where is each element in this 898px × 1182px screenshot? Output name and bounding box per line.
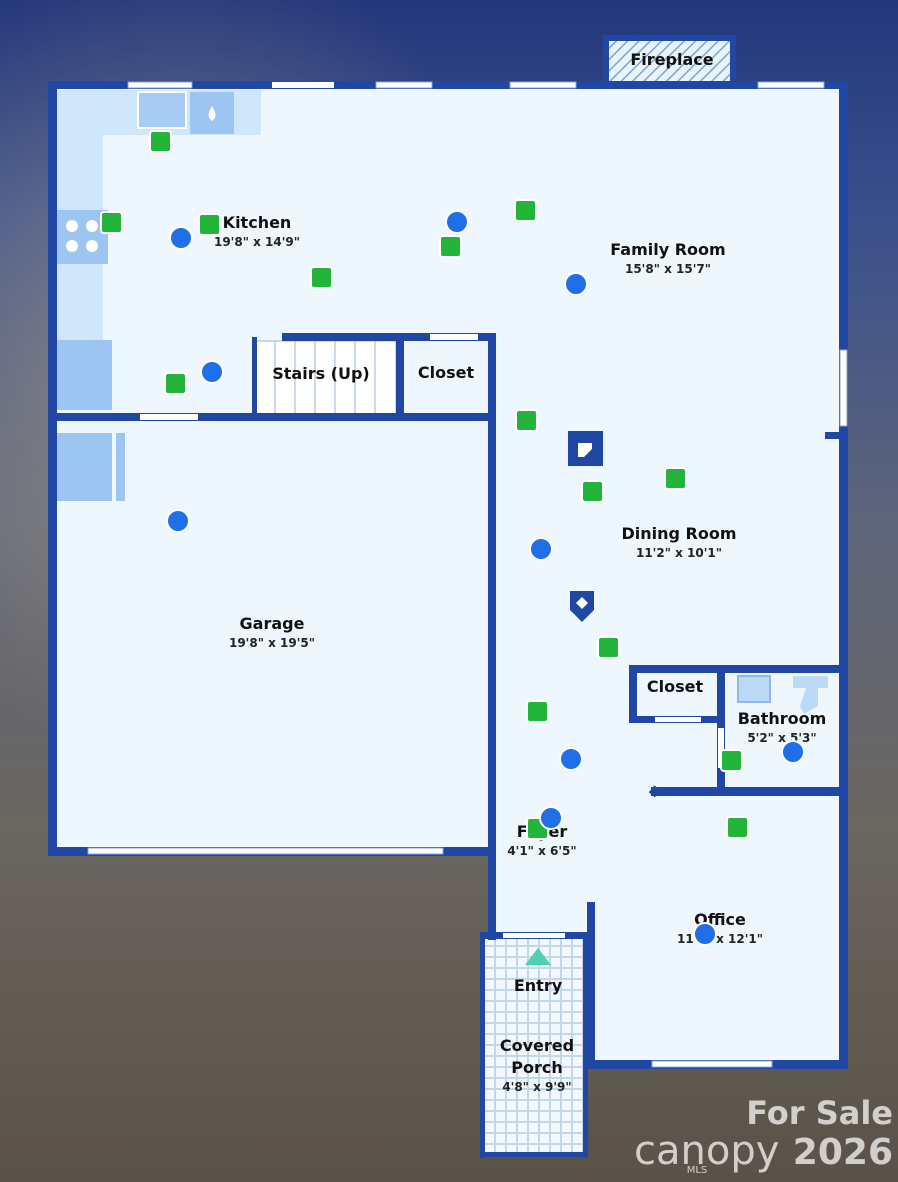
family-room-label: Family Room: [610, 240, 725, 259]
garage-label: Garage: [240, 614, 305, 633]
kitchen-dims: 19'8" x 14'9": [214, 235, 300, 249]
photo-marker[interactable]: [664, 467, 687, 490]
photo-marker[interactable]: [310, 266, 333, 289]
photo-marker[interactable]: [726, 816, 749, 839]
family-room-dims: 15'8" x 15'7": [625, 262, 711, 276]
panorama-marker[interactable]: [169, 226, 193, 250]
panorama-marker[interactable]: [781, 740, 805, 764]
porch-floor: [481, 934, 587, 1156]
watermark-year: 2026: [793, 1132, 893, 1173]
bathroom-dims: 5'2" x 5'3": [747, 731, 816, 745]
toilet-icon: [793, 676, 828, 714]
panorama-marker[interactable]: [693, 922, 717, 946]
dining-room-dims: 11'2" x 10'1": [636, 546, 722, 560]
kitchen-fixtures: [56, 90, 261, 501]
watermark-brand: canopy: [634, 1128, 779, 1174]
office-dims: 11'8" x 12'1": [677, 932, 763, 946]
closet-lower-label: Closet: [647, 677, 704, 696]
water-drop-icon: [208, 106, 216, 121]
photo-marker[interactable]: [149, 130, 172, 153]
photo-marker[interactable]: [439, 235, 462, 258]
stove-icon: [56, 210, 108, 264]
photo-marker[interactable]: [597, 636, 620, 659]
bathroom-label: Bathroom: [738, 709, 827, 728]
photo-marker[interactable]: [526, 700, 549, 723]
photo-marker[interactable]: [581, 480, 604, 503]
entry-arrow-icon: [525, 948, 551, 965]
panorama-marker[interactable]: [559, 747, 583, 771]
covered-porch-label-2: Porch: [511, 1058, 562, 1077]
sink-icon: [137, 91, 187, 129]
bathroom-fixtures: [737, 675, 828, 714]
fireplace-hearth: [607, 38, 734, 84]
watermark-sub: MLS: [687, 1165, 708, 1176]
photo-markers[interactable]: [100, 130, 749, 840]
floor-areas: [52, 38, 843, 1156]
bath-sink-icon: [737, 675, 771, 703]
photo-marker[interactable]: [515, 409, 538, 432]
photo-marker[interactable]: [198, 213, 221, 236]
closet-upper-label: Closet: [418, 363, 475, 382]
stairs-label: Stairs (Up): [272, 364, 370, 383]
refrigerator-icon: [56, 340, 112, 410]
panorama-marker[interactable]: [539, 806, 563, 830]
windows: [87, 81, 848, 1068]
room-labels: Fireplace Kitchen 19'8" x 14'9" Family R…: [214, 50, 826, 1094]
foyer-dims: 4'1" x 6'5": [507, 844, 576, 858]
panorama-marker[interactable]: [445, 210, 469, 234]
structure-icons: [568, 431, 603, 622]
panorama-markers[interactable]: [166, 210, 805, 946]
dining-room-label: Dining Room: [621, 524, 736, 543]
garage-dims: 19'8" x 19'5": [229, 636, 315, 650]
photo-marker[interactable]: [100, 211, 123, 234]
watermark-tag: For Sale: [746, 1094, 893, 1132]
covered-porch-label-1: Covered: [500, 1036, 574, 1055]
panorama-marker[interactable]: [564, 272, 588, 296]
panorama-marker[interactable]: [166, 509, 190, 533]
watermark: For Sale canopy 2026 MLS: [634, 1094, 893, 1176]
garage-shelf: [56, 433, 112, 501]
stairs-treads: [255, 340, 397, 415]
photo-marker[interactable]: [164, 372, 187, 395]
photo-marker[interactable]: [514, 199, 537, 222]
entry-label: Entry: [514, 976, 563, 995]
covered-porch-dims: 4'8" x 9'9": [502, 1080, 571, 1094]
photo-marker[interactable]: [720, 749, 743, 772]
fireplace-label: Fireplace: [630, 50, 713, 69]
panorama-marker[interactable]: [200, 360, 224, 384]
panorama-marker[interactable]: [529, 537, 553, 561]
kitchen-label: Kitchen: [223, 213, 292, 232]
